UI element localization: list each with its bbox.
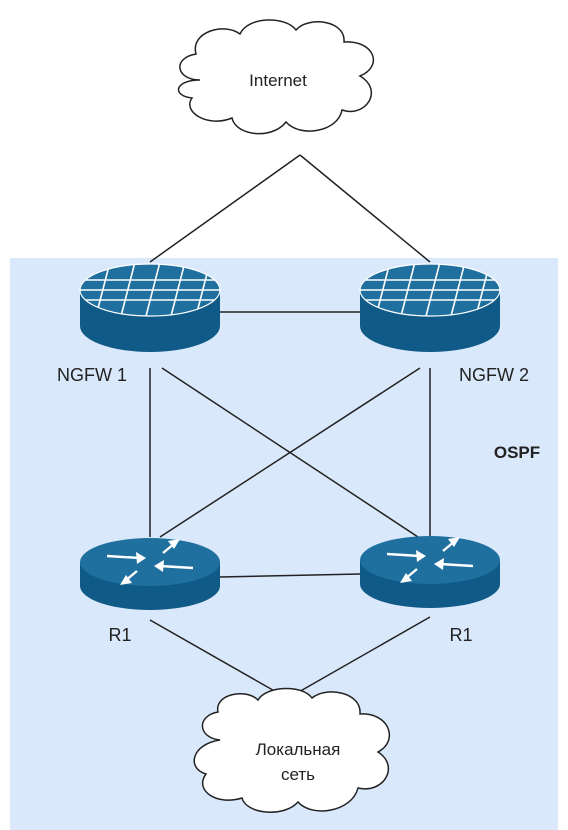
links	[149, 154, 431, 698]
r1-right-label: R1	[449, 625, 472, 645]
r1-left-node: R1	[80, 538, 220, 645]
link-r1-left-r1-right	[219, 573, 361, 578]
cloud-icon	[178, 19, 375, 135]
cloud-icon	[193, 687, 390, 813]
firewall-icon	[359, 263, 501, 352]
lan-label-line2: сеть	[281, 765, 315, 784]
firewall-icon	[79, 263, 221, 352]
lan-label-line1: Локальная	[256, 740, 341, 759]
r1-left-label: R1	[108, 625, 131, 645]
internet-node: Internet	[178, 19, 375, 135]
lan-node: Локальная сеть	[193, 687, 390, 813]
router-icon	[360, 536, 500, 608]
link-internet-ngfw1	[149, 154, 301, 263]
ngfw2-label: NGFW 2	[459, 365, 529, 385]
ngfw1-label: NGFW 1	[57, 365, 127, 385]
router-icon	[80, 538, 220, 610]
ngfw2-node: NGFW 2	[359, 263, 529, 385]
link-ngfw2-r1-left	[159, 367, 421, 538]
ngfw1-node: NGFW 1	[57, 263, 221, 385]
r1-right-node: R1	[360, 536, 500, 645]
link-r1-left-lan	[149, 619, 286, 698]
ospf-label: OSPF	[494, 443, 540, 462]
internet-label: Internet	[249, 71, 307, 90]
link-internet-ngfw2	[299, 154, 431, 263]
link-r1-right-lan	[289, 616, 431, 698]
